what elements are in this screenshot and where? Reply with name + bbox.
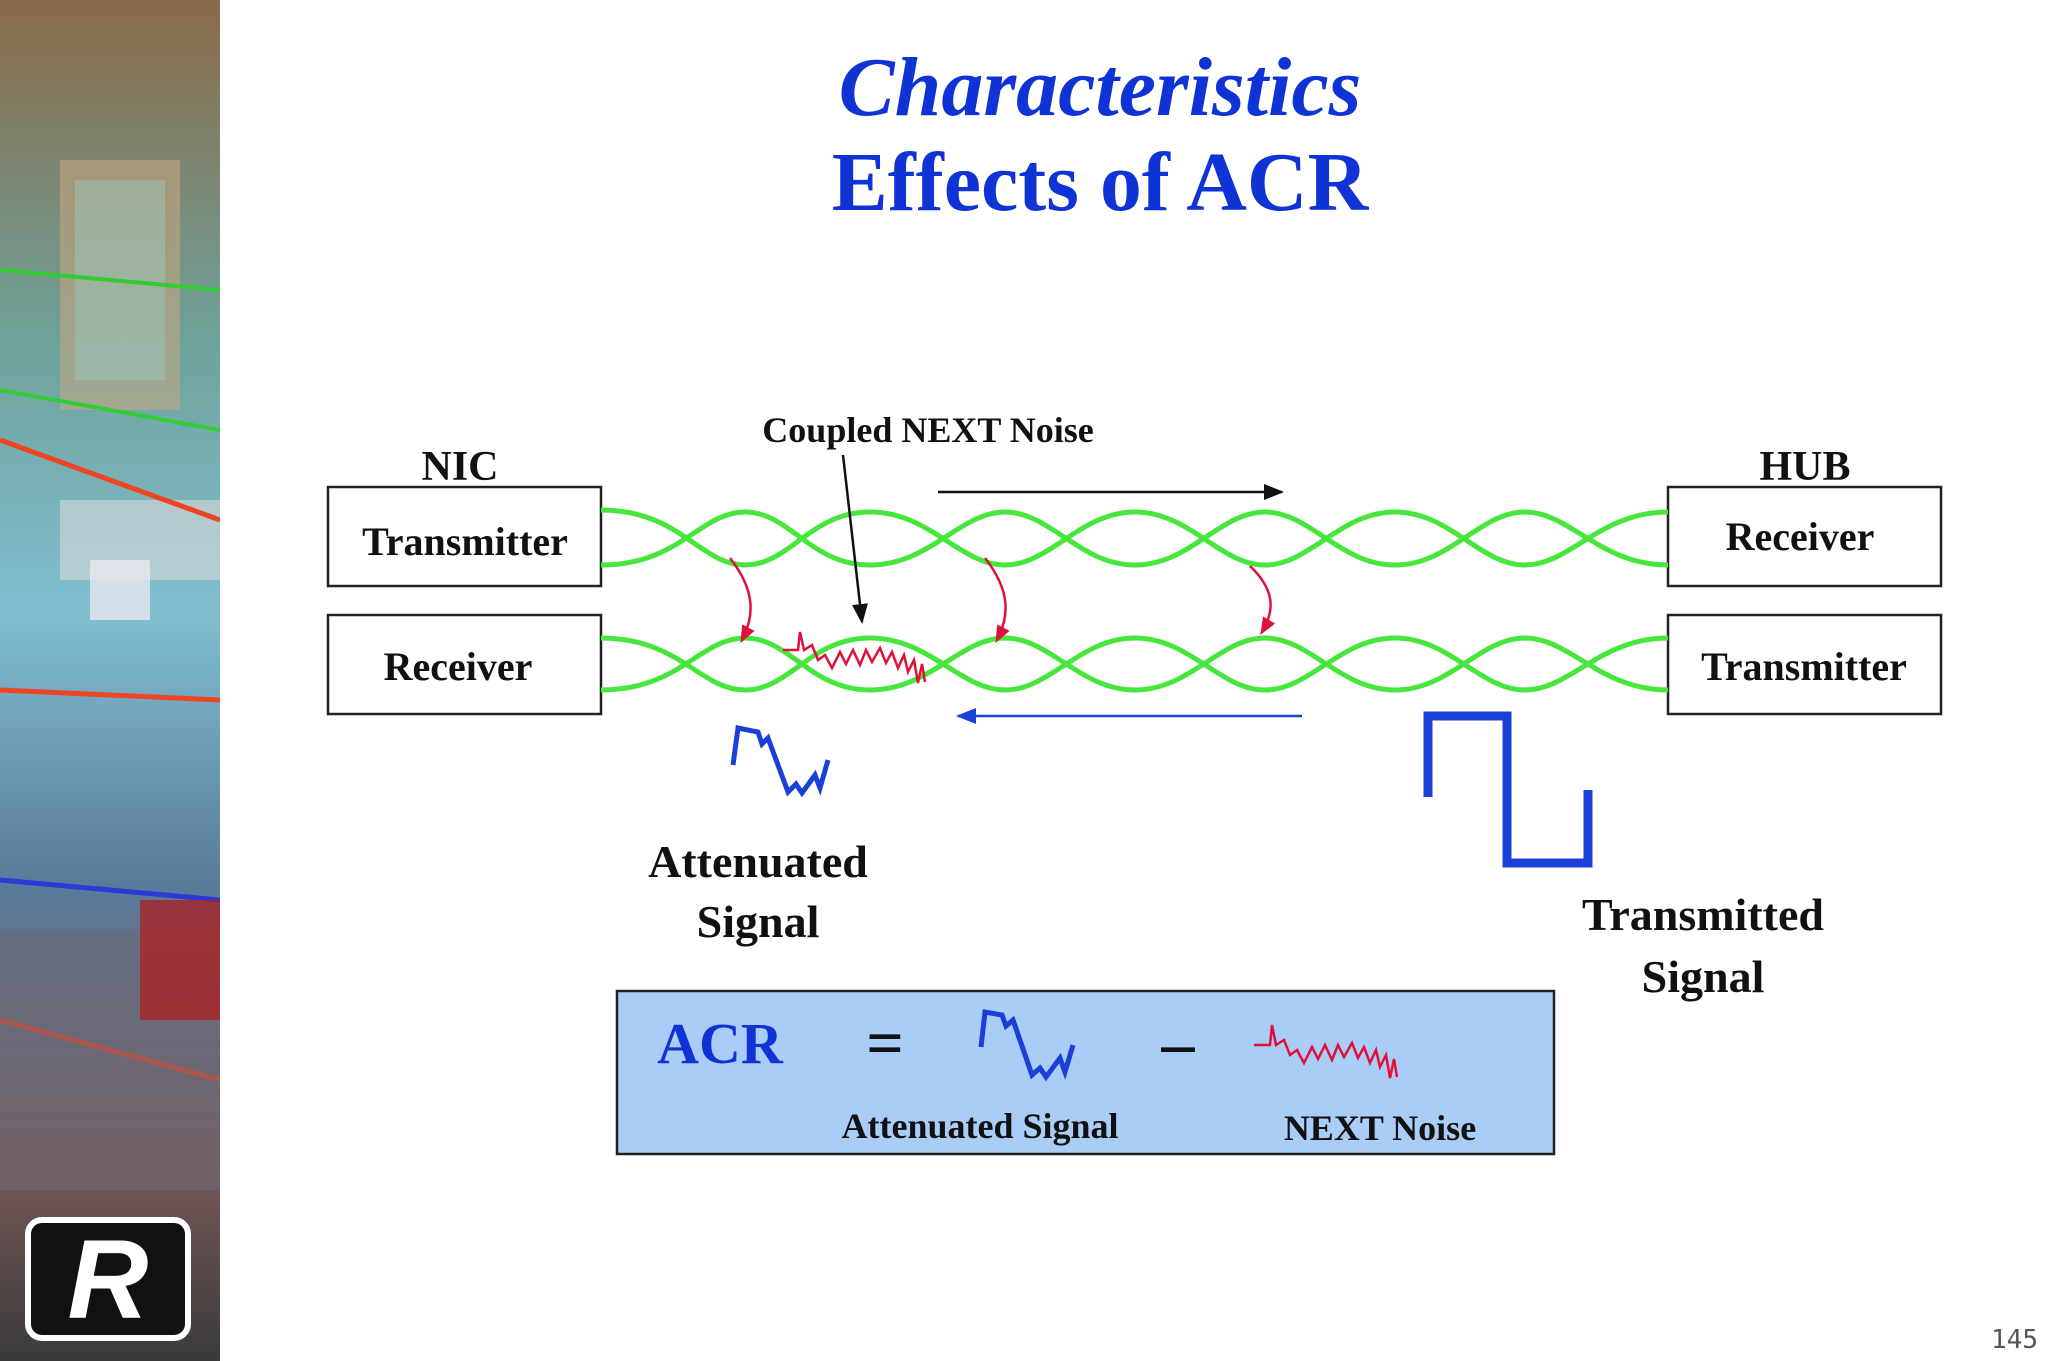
acr-formula-minus: – (1161, 1007, 1196, 1080)
nic-transmitter-box (326, 485, 603, 588)
coupled-next-noise-label: Coupled NEXT Noise (762, 410, 1093, 450)
title-line-2: Effects of ACR (832, 136, 1370, 229)
formula-next-noise-label: NEXT Noise (1284, 1108, 1476, 1148)
acr-formula-acr: ACR (657, 1011, 784, 1076)
title-line-1: Characteristics (839, 41, 1362, 134)
coupling-arrow-1 (729, 557, 755, 644)
coupling-arrow-3 (1249, 565, 1276, 636)
twisted-pair-top (600, 507, 1669, 568)
attenuated-signal-waveform (730, 725, 831, 798)
twisted-pair-bottom (600, 635, 1669, 693)
coupled-noise-pointer (841, 454, 868, 624)
transmitted-label-line-1: Transmitted (1582, 889, 1824, 940)
formula-noise-waveform (1254, 1024, 1399, 1079)
coupling-arrow-2 (984, 557, 1010, 644)
nic-receiver-label: Receiver (384, 644, 533, 689)
hub-receiver-label: Receiver (1726, 514, 1875, 559)
transmitted-signal-waveform (1423, 711, 1593, 868)
coupled-noise-waveform (783, 631, 927, 684)
formula-attenuated-waveform (978, 1009, 1076, 1082)
side-decoration (0, 0, 220, 1361)
logo: R (25, 1217, 191, 1342)
attenuated-label-line-1: Attenuated (648, 836, 868, 887)
page-number: 145 (1991, 1325, 2038, 1355)
nic-receiver-box (326, 613, 603, 716)
logo-letter: R (68, 1217, 149, 1342)
transmitted-label-line-2: Signal (1642, 951, 1765, 1002)
formula-attenuated-signal-label: Attenuated Signal (841, 1106, 1118, 1146)
nic-label: NIC (421, 444, 498, 490)
acr-formula-equals: = (866, 1007, 904, 1080)
hub-receiver-box (1666, 485, 1943, 588)
attenuated-label-line-2: Signal (697, 896, 820, 947)
hub-label: HUB (1759, 444, 1850, 490)
hub-transmitter-box (1666, 613, 1943, 716)
nic-transmitter-label: Transmitter (362, 519, 568, 564)
hub-transmitter-label: Transmitter (1701, 644, 1907, 689)
acr-formula-box (615, 989, 1556, 1156)
